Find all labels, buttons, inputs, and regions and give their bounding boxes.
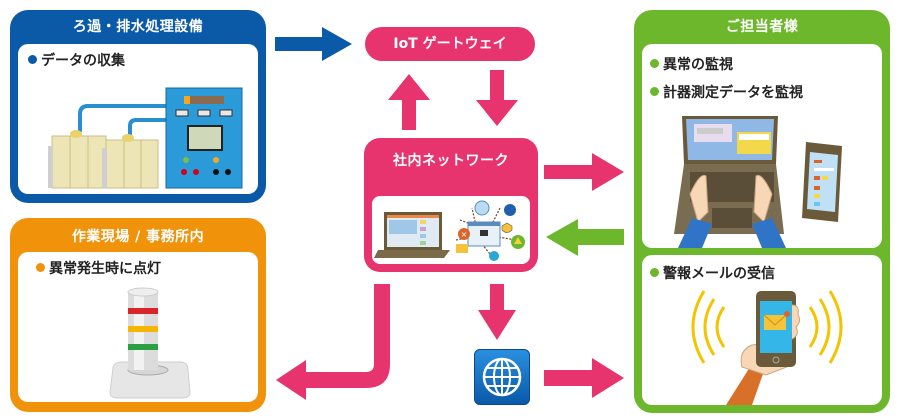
staff-box: ご担当者様 異常の監視 計器測定データを監視	[634, 10, 890, 413]
arrow-gateway-to-network	[476, 70, 518, 126]
worksite-box: 作業現場 / 事務所内 異常発生時に点灯	[10, 218, 266, 412]
bullet-alarm-light: 異常発生時に点灯	[36, 258, 161, 278]
bullet-dot	[28, 55, 37, 64]
bullet-label: 異常発生時に点灯	[49, 261, 161, 277]
internet-node	[474, 349, 530, 405]
worksite-panel: 異常発生時に点灯	[18, 252, 258, 402]
arrow-network-to-internet	[478, 284, 516, 340]
bullet-dot	[650, 268, 659, 277]
internal-network-panel: ×	[372, 196, 530, 264]
iot-gateway-label: IoT ゲートウェイ	[393, 36, 507, 52]
filtration-equipment-box: ろ過・排水処理設備 データの収集	[10, 10, 266, 203]
bullet-dot	[650, 59, 659, 68]
network-security-icon: ×	[374, 200, 525, 261]
filtration-equipment-panel: データの収集	[18, 44, 258, 194]
smartphone-icon	[802, 142, 842, 222]
iot-gateway-node: IoT ゲートウェイ	[365, 27, 535, 61]
arrow-network-to-gateway	[388, 74, 430, 130]
bullet-alert-mail: 警報メールの受信	[650, 263, 775, 283]
bullet-dot	[650, 87, 659, 96]
arrow-staff-to-network	[546, 219, 624, 256]
svg-text:×: ×	[461, 230, 468, 239]
bullet-label: データの収集	[41, 53, 125, 69]
bullet-label: 計器測定データを監視	[663, 85, 803, 101]
bullet-label: 異常の監視	[663, 57, 733, 73]
bullet-measurement-monitoring: 計器測定データを監視	[650, 82, 803, 102]
worksite-title: 作業現場 / 事務所内	[71, 229, 205, 245]
filtration-equipment-title: ろ過・排水処理設備	[72, 19, 204, 35]
globe-icon	[482, 357, 522, 397]
laptop-and-tablet-illustration	[674, 116, 842, 248]
mail-icon	[763, 311, 790, 330]
bullet-data-collection: データの収集	[28, 50, 125, 70]
control-panel-icon	[48, 87, 243, 189]
arrow-network-to-staff	[544, 153, 624, 191]
internal-network-box: 社内ネットワーク ×	[364, 138, 538, 272]
bullet-dot	[36, 263, 45, 272]
internal-network-title: 社内ネットワーク	[393, 153, 509, 169]
arrow-network-to-worksite	[276, 284, 390, 400]
staff-title: ご担当者様	[725, 19, 799, 35]
laptop-icon	[674, 116, 786, 248]
bullet-anomaly-monitoring: 異常の監視	[650, 54, 733, 74]
signal-waves-icon	[691, 290, 843, 364]
laptop-icon	[374, 212, 450, 258]
staff-monitoring-panel: 異常の監視 計器測定データを監視	[642, 44, 882, 248]
arrow-equipment-to-gateway	[275, 27, 352, 61]
staff-alert-panel: 警報メールの受信	[642, 255, 882, 405]
smartphone-mail-illustration	[691, 290, 843, 405]
arrow-internet-to-staff	[544, 358, 624, 398]
signal-tower-light-icon	[109, 287, 191, 399]
bullet-label: 警報メールの受信	[663, 266, 775, 282]
